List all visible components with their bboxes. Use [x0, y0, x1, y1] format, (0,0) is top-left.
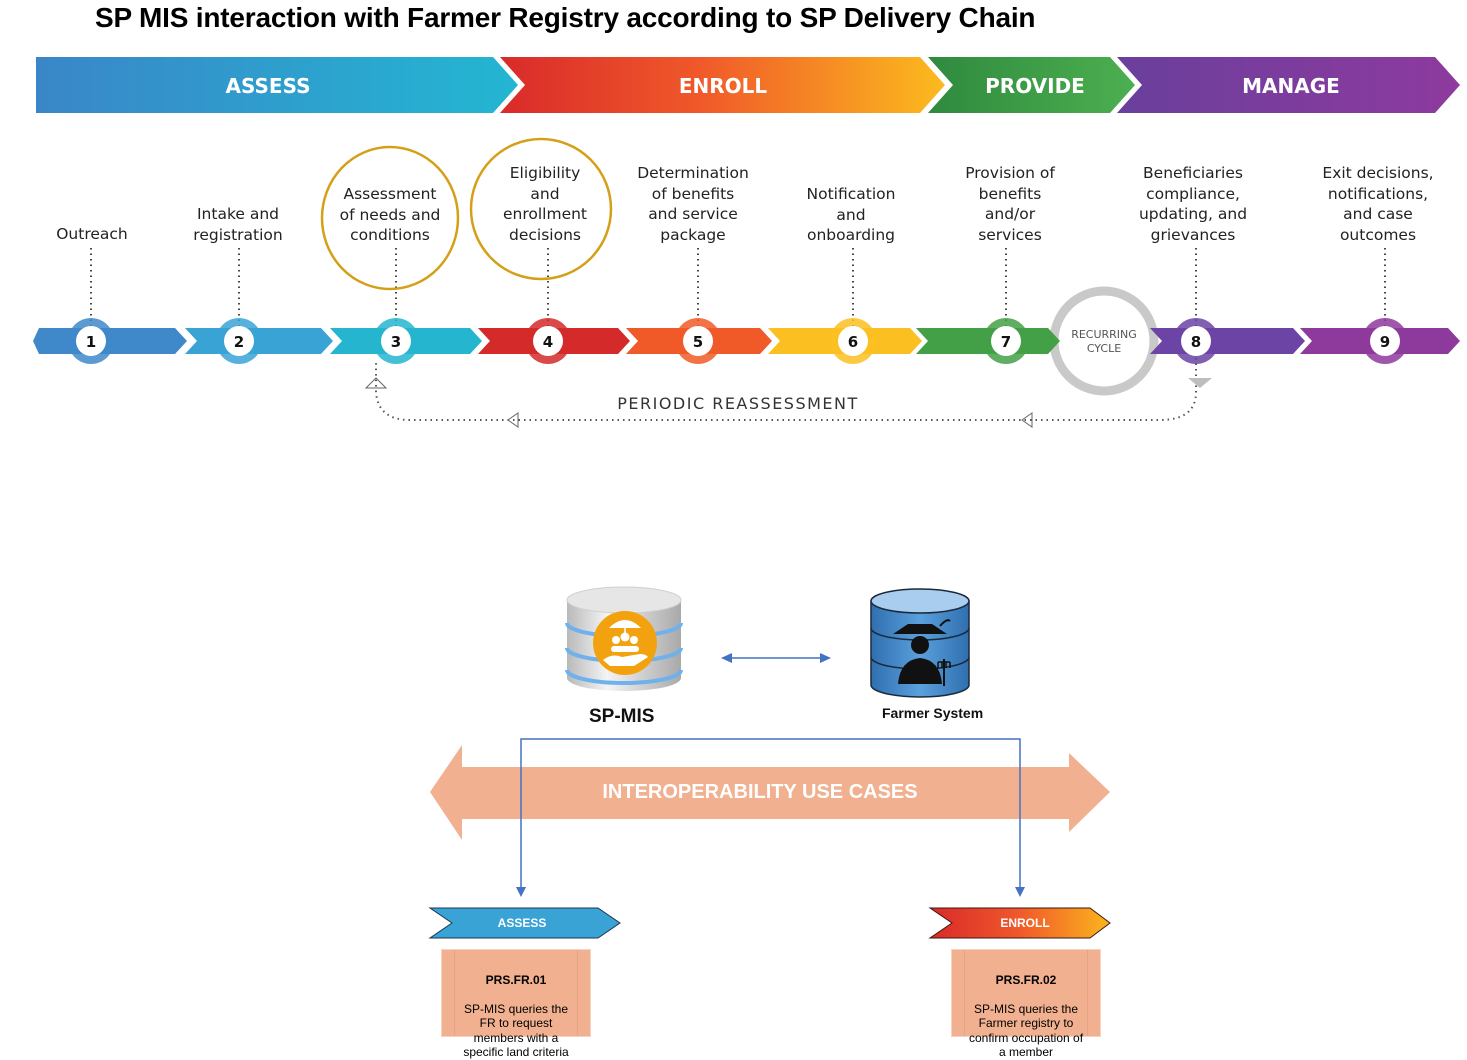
connector-arrow-down-icon [516, 887, 526, 897]
reassessment-arrow-left-icon [507, 412, 519, 428]
step-number: 3 [391, 333, 401, 351]
step-label: Beneficiaries compliance, updating, and … [1138, 164, 1248, 244]
farmer-database-icon [870, 588, 970, 698]
step-label: Determination of benefits and service pa… [637, 164, 749, 244]
step-number: 6 [848, 333, 858, 351]
interoperability-label: INTEROPERABILITY USE CASES [602, 781, 917, 803]
use-case-code: PRS.FR.01 [485, 972, 547, 987]
step-node [838, 326, 868, 356]
phase-label: PROVIDE [985, 74, 1085, 98]
connector-arrow-down-icon [1015, 887, 1025, 897]
step-label: Intake and registration [193, 205, 283, 244]
use-case-card: PRS.FR.01 SP-MIS queries the FR to reque… [441, 949, 591, 1059]
use-case-description: SP-MIS queries the Farmer registry to co… [968, 1001, 1084, 1060]
use-case-phase-label: ASSESS [498, 916, 547, 930]
interoperability-arrow [430, 745, 1110, 840]
phase-banner: ASSESS ENROLL PROVIDE MANAGE [36, 57, 1460, 113]
step-number: 2 [234, 333, 244, 351]
phase-enroll [500, 57, 945, 113]
recurring-cycle-ring [1049, 286, 1159, 396]
reassessment-arrow-left-icon [1021, 412, 1033, 428]
step-node [1181, 326, 1211, 356]
phase-assess [36, 57, 518, 113]
phase-label: ASSESS [226, 74, 311, 98]
step-node [76, 326, 106, 356]
leader-lines [90, 248, 1386, 328]
step-number: 5 [693, 333, 703, 351]
step-label: Outreach [56, 225, 128, 243]
step-label: Notification and onboarding [806, 185, 896, 244]
highlight-circle-step-4 [469, 137, 613, 281]
step-number: 4 [543, 333, 553, 351]
page-title: SP MIS interaction with Farmer Registry … [95, 2, 1036, 33]
step-node [991, 326, 1021, 356]
step-number: 8 [1191, 333, 1201, 351]
reassessment-arrow-down-icon [1188, 378, 1212, 388]
recurring-cycle-line2: CYCLE [1087, 342, 1121, 355]
use-case-phase-label: ENROLL [1000, 916, 1049, 930]
step-label: Assessment of needs and conditions [339, 185, 441, 244]
step-number: 7 [1001, 333, 1011, 351]
phase-label: MANAGE [1242, 74, 1340, 98]
reassessment-arrow-up-icon [364, 377, 388, 389]
phase-provide [928, 57, 1135, 113]
use-case-code: PRS.FR.02 [995, 972, 1057, 987]
step-node [224, 326, 254, 356]
step-label: Exit decisions, notifications, and case … [1322, 164, 1434, 244]
sp-mis-label: SP-MIS [589, 706, 655, 727]
bidirectional-arrow-icon [721, 653, 831, 663]
step-label: Provision of benefits and/or services [965, 164, 1055, 244]
highlight-circle-step-3 [320, 145, 460, 291]
use-case-card: PRS.FR.02 SP-MIS queries the Farmer regi… [951, 949, 1101, 1059]
step-number: 1 [86, 333, 96, 351]
step-node [683, 326, 713, 356]
step-label: Eligibility and enrollment decisions [502, 164, 588, 244]
step-node [381, 326, 411, 356]
use-case-chevron-enroll [928, 907, 1111, 939]
recurring-cycle-line1: RECURRING [1071, 328, 1137, 341]
step-arrow-bar: 1 2 3 4 5 6 7 8 9 [33, 318, 1460, 364]
connector-lines [520, 738, 1021, 888]
use-case-chevron-assess [428, 907, 621, 939]
periodic-reassessment-label: PERIODIC REASSESSMENT [617, 394, 859, 413]
phase-label: ENROLL [679, 74, 768, 98]
phase-manage [1117, 57, 1460, 113]
use-case-description: SP-MIS queries the FR to request members… [463, 1001, 569, 1060]
sp-mis-database-icon [565, 586, 683, 691]
step-node [533, 326, 563, 356]
step-node [1370, 326, 1400, 356]
farmer-system-label: Farmer System [882, 705, 984, 721]
step-number: 9 [1380, 333, 1390, 351]
